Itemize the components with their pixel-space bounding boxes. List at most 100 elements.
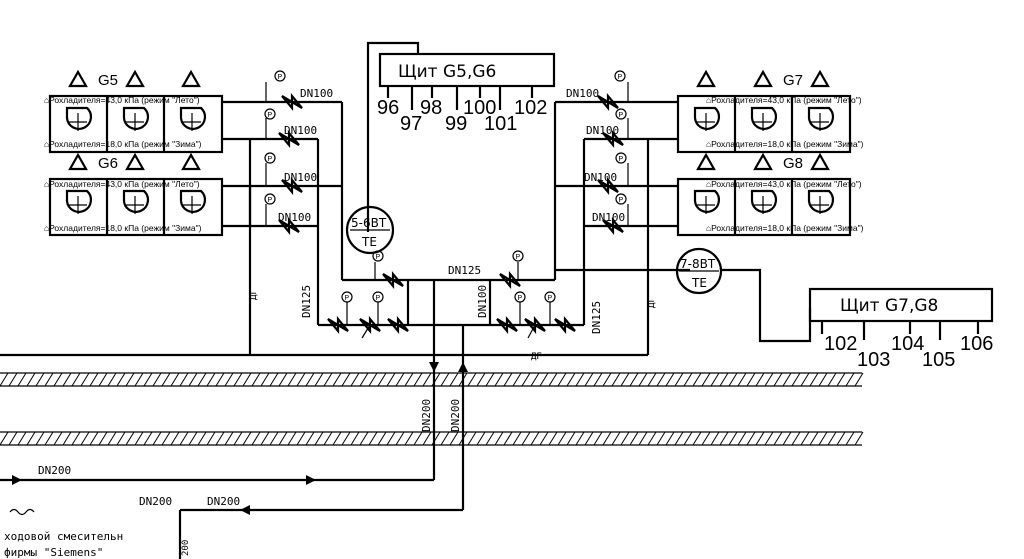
- hatch-mark: [620, 431, 630, 446]
- footer-side-label: 200: [181, 540, 191, 556]
- hatch-mark: [206, 372, 216, 387]
- hatch-mark: [134, 431, 144, 446]
- hatch-mark: [98, 372, 108, 387]
- valve-icon: [382, 270, 404, 290]
- hatch-mark: [449, 431, 459, 446]
- hatch-mark: [368, 431, 378, 446]
- hatch-mark: [143, 372, 153, 387]
- hatch-mark: [404, 372, 414, 387]
- hatch-mark: [728, 431, 738, 446]
- pipe-label: DN100: [476, 285, 489, 318]
- terminal-number: 102: [824, 333, 857, 355]
- hatch-mark: [656, 372, 666, 387]
- hatch-mark: [188, 372, 198, 387]
- hatch-mark: [260, 372, 270, 387]
- warning-icon: [125, 152, 145, 171]
- flow-arrow-icon: [12, 475, 22, 485]
- hatch-mark: [278, 372, 288, 387]
- valve-icon: [499, 270, 521, 290]
- pipe-label: DN100: [592, 211, 625, 224]
- control-panel-g5-g6: Щит G5,G6 96 97 98 99 100 101 102: [366, 41, 556, 232]
- hatch-mark: [566, 372, 576, 387]
- pipe-label: DN100: [300, 87, 333, 100]
- hatch-mark: [773, 431, 783, 446]
- hatch-mark: [179, 372, 189, 387]
- hatch-mark: [548, 431, 558, 446]
- pressure-gauge-icon: P: [264, 193, 276, 226]
- hatch-mark: [584, 431, 594, 446]
- pipe-label: DN200: [38, 464, 71, 477]
- hatch-mark: [692, 431, 702, 446]
- hatch-mark: [719, 431, 729, 446]
- hatch-mark: [8, 431, 18, 446]
- pipe-label: DN100: [584, 171, 617, 184]
- hatch-mark: [116, 372, 126, 387]
- hatch-mark: [422, 372, 432, 387]
- hatch-mark: [566, 431, 576, 446]
- valve-icon: [278, 216, 300, 236]
- pressure-note-summer: ⌂Рохладителя=43,0 кПа (режим "Лето"): [706, 95, 862, 105]
- unit-label: G5: [98, 72, 118, 89]
- hatch-mark: [377, 372, 387, 387]
- pressure-note-winter: ⌂Рохладителя=18,0 кПа (режим "Зима"): [44, 223, 202, 233]
- hatch-mark: [755, 431, 765, 446]
- hatch-mark: [332, 431, 342, 446]
- hatch-mark: [107, 372, 117, 387]
- valve-icon: [602, 216, 624, 236]
- pressure-gauge-icon: P: [372, 250, 384, 280]
- hatch-mark: [269, 431, 279, 446]
- hatch-mark: [467, 372, 477, 387]
- pressure-gauge-icon: P: [264, 152, 276, 186]
- flow-arrow-icon: [429, 362, 439, 372]
- hatch-mark: [611, 431, 621, 446]
- hatch-mark: [575, 372, 585, 387]
- hatch-mark: [0, 431, 9, 446]
- hatch-mark: [350, 372, 360, 387]
- hatch-mark: [602, 431, 612, 446]
- svg-text:P: P: [278, 74, 283, 81]
- svg-text:P: P: [516, 254, 521, 261]
- hatch-mark: [485, 431, 495, 446]
- pressure-note-winter: ⌂Рохладителя=18,0 кПа (режим "Зима"): [706, 223, 864, 233]
- hatch-mark: [386, 372, 396, 387]
- hatch-mark: [422, 431, 432, 446]
- terminal-number: 106: [960, 333, 993, 355]
- hatch-mark: [242, 431, 252, 446]
- hatch-mark: [179, 431, 189, 446]
- terminal-number: 96: [377, 97, 399, 119]
- svg-text:P: P: [618, 74, 623, 81]
- hatch-mark: [0, 372, 9, 387]
- hatch-mark: [647, 431, 657, 446]
- warning-icon: [810, 152, 830, 171]
- hatch-mark: [845, 431, 855, 446]
- hatch-mark: [278, 431, 288, 446]
- pressure-note-winter: ⌂Рохладителя=18,0 кПа (режим "Зима"): [706, 139, 864, 149]
- hatch-mark: [206, 431, 216, 446]
- pressure-gauge-icon: P: [544, 291, 556, 325]
- fan-icon: [693, 106, 721, 131]
- hatch-mark: [251, 372, 261, 387]
- hatch-mark: [710, 372, 720, 387]
- pipe-label: DN200: [139, 495, 172, 508]
- hatch-mark: [629, 372, 639, 387]
- hatch-mark: [557, 372, 567, 387]
- valve-icon: [387, 315, 409, 335]
- hatch-mark: [53, 372, 63, 387]
- hatch-mark: [188, 431, 198, 446]
- hatch-mark: [773, 372, 783, 387]
- hatch-mark: [647, 372, 657, 387]
- hatch-mark: [674, 372, 684, 387]
- valve-icon: [327, 315, 349, 335]
- hatch-mark: [485, 372, 495, 387]
- pipe-label: DN100: [284, 171, 317, 184]
- fan-icon: [750, 106, 778, 131]
- hatch-mark: [665, 431, 675, 446]
- pressure-gauge-icon: P: [514, 291, 526, 325]
- hatch-mark: [395, 431, 405, 446]
- hatch-mark: [17, 372, 27, 387]
- hatch-mark: [377, 431, 387, 446]
- hatch-mark: [413, 372, 423, 387]
- hatch-mark: [62, 431, 72, 446]
- hatch-mark: [161, 372, 171, 387]
- hatch-mark: [26, 431, 36, 446]
